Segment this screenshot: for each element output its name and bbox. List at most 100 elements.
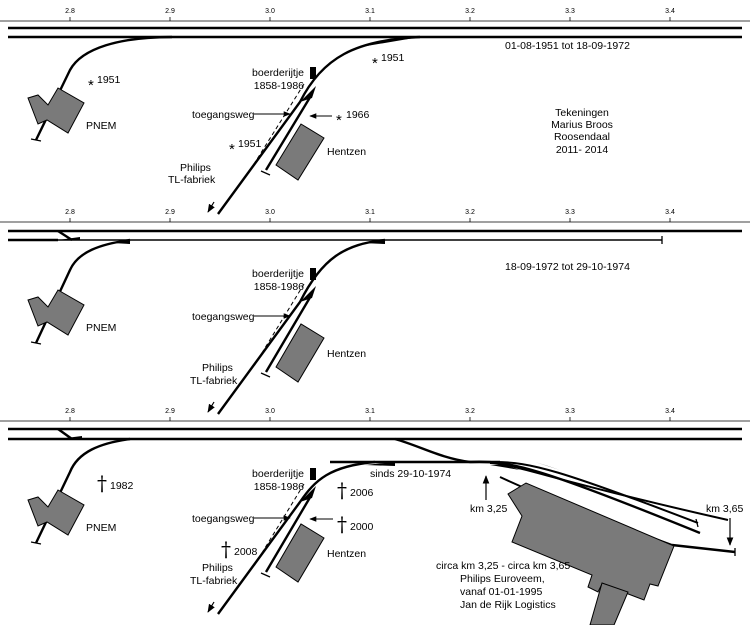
cross-symbol: † [221, 537, 231, 561]
euroveem-annex [589, 582, 629, 625]
credits-line: 2011- 2014 [556, 144, 609, 156]
km-tick-label: 2.8 [65, 8, 75, 15]
hentzen-building [275, 323, 325, 383]
switch-blade [300, 486, 316, 502]
philips-label: TL-fabriek [190, 575, 238, 587]
euroveem-line: Philips Euroveem, [460, 573, 545, 585]
access-road [253, 283, 305, 367]
direction-arrow [207, 601, 215, 613]
period-label: 01-08-1951 tot 18-09-1972 [505, 40, 630, 52]
star-symbol: * [336, 112, 342, 129]
panel-since-1974: 2.8 2.9 3.0 3.1 3.2 3.3 3.4 PNEM † 1982 [0, 408, 750, 625]
direction-arrow [207, 401, 215, 413]
date-2008: 2008 [234, 546, 258, 558]
km-tick-label: 3.4 [665, 209, 675, 216]
star-symbol: * [372, 55, 378, 72]
switch-blade [300, 286, 316, 302]
euroveem-line: Jan de Rijk Logistics [460, 599, 556, 611]
farmhouse-marker [310, 67, 316, 79]
credits-block: Tekeningen Marius Broos Roosendaal 2011-… [551, 107, 613, 156]
km-tick-label: 3.2 [465, 408, 475, 415]
philips-label: TL-fabriek [168, 174, 216, 186]
pnem-label: PNEM [86, 322, 116, 334]
switch-blade [355, 37, 420, 48]
km-tick-label: 3.3 [565, 209, 575, 216]
direction-arrow [207, 201, 215, 213]
hentzen-label: Hentzen [327, 146, 366, 158]
euroveem-line: circa km 3,25 - circa km 3,65 [436, 560, 570, 572]
km-tick-label: 3.0 [265, 408, 275, 415]
credits-line: Roosendaal [554, 131, 610, 143]
buffer-stop [30, 138, 42, 142]
date-2006: 2006 [350, 487, 374, 499]
philips-label: Philips [202, 362, 233, 374]
km-tick-label: 3.0 [265, 8, 275, 15]
hentzen-building [275, 523, 325, 583]
boerderij-years: 1858-1986 [254, 281, 304, 293]
credits-line: Marius Broos [551, 119, 613, 131]
buffer-stop [260, 170, 271, 176]
cross-symbol: † [97, 471, 107, 495]
boerderij-label: boerderijtje [252, 468, 304, 480]
date-1951: 1951 [97, 74, 121, 86]
farmhouse-marker [310, 468, 316, 480]
km-tick-label: 3.1 [365, 8, 375, 15]
buffer-stop [695, 518, 699, 528]
km-tick-label: 3.3 [565, 408, 575, 415]
crossover [57, 428, 73, 440]
philips-siding [217, 460, 376, 615]
euroveem-line: vanaf 01-01-1995 [460, 586, 542, 598]
pnem-siding [34, 238, 131, 344]
boerderij-years: 1858-1986 [254, 80, 304, 92]
km-3-65-label: km 3,65 [706, 503, 744, 515]
boerderij-years: 1858-1986 [254, 481, 304, 493]
km-tick-label: 2.8 [65, 209, 75, 216]
buffer-stop [260, 372, 271, 378]
km-tick-label: 3.2 [465, 209, 475, 216]
date-1982: 1982 [110, 480, 134, 492]
boerderij-label: boerderijtje [252, 268, 304, 280]
cross-symbol: † [337, 512, 347, 536]
hentzen-siding [264, 293, 314, 373]
km-tick-label: 3.1 [365, 209, 375, 216]
credits-line: Tekeningen [555, 107, 609, 119]
km-tick-label: 3.4 [665, 8, 675, 15]
cross-symbol: † [337, 478, 347, 502]
hentzen-siding [264, 493, 314, 573]
km-tick-label: 2.9 [165, 408, 175, 415]
km-3-25-label: km 3,25 [470, 503, 508, 515]
km-tick-label: 2.9 [165, 209, 175, 216]
km-tick-label: 3.1 [365, 408, 375, 415]
star-symbol: * [229, 141, 235, 158]
buffer-stop [30, 341, 42, 345]
hentzen-siding [264, 93, 314, 171]
euroveem-caption: circa km 3,25 - circa km 3,65 Philips Eu… [436, 560, 570, 611]
switch-blade [490, 465, 520, 470]
pnem-label: PNEM [86, 120, 116, 132]
pnem-siding [34, 35, 173, 141]
buffer-stop [260, 572, 271, 578]
switch-blade [535, 462, 560, 470]
km-scale-1: 2.8 2.9 3.0 3.1 3.2 3.3 3.4 [0, 8, 750, 22]
hentzen-label: Hentzen [327, 348, 366, 360]
pnem-label: PNEM [86, 522, 116, 534]
km-tick-label: 3.3 [565, 8, 575, 15]
connecting-track [394, 437, 471, 464]
yard-track [494, 461, 699, 524]
toegangsweg-label: toegangsweg [192, 311, 255, 323]
date-1951: 1951 [381, 52, 405, 64]
yard-track [671, 543, 736, 554]
km-tick-label: 3.2 [465, 8, 475, 15]
yard-track [489, 462, 729, 521]
km-tick-label: 2.9 [165, 8, 175, 15]
period-label: 18-09-1972 tot 29-10-1974 [505, 261, 630, 273]
pnem-building [27, 87, 85, 134]
switch-blade [300, 86, 316, 102]
access-road [253, 83, 305, 165]
access-road [253, 483, 305, 567]
philips-label: TL-fabriek [190, 375, 238, 387]
farmhouse-marker [310, 268, 316, 280]
km-tick-label: 2.8 [65, 408, 75, 415]
date-1951: 1951 [238, 138, 262, 150]
